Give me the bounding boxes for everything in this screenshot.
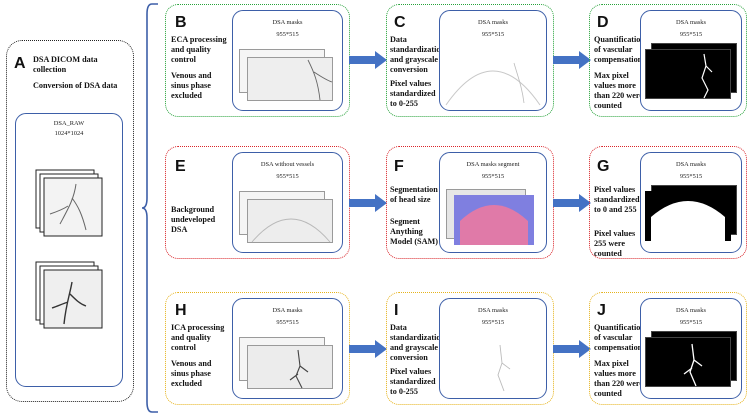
- arrow-e-to-f-icon: [349, 194, 387, 212]
- dsa-raw-image-stack: [35, 169, 103, 329]
- panel-a-letter: A: [14, 55, 26, 72]
- panel-i-image-frame: DSA masks 955*515: [439, 298, 547, 399]
- panel-b-img-size: 955*515: [276, 31, 299, 38]
- panel-i-img-size: 955*515: [481, 319, 505, 326]
- panel-g-image-frame: DSA masks 955*515: [640, 152, 742, 253]
- panel-d-text-2: Max pixel values more than 220 were coun…: [594, 71, 643, 110]
- panel-b-image-frame: DSA masks 955*515: [232, 10, 343, 111]
- panel-i-text-1: Data standardization and grayscale conve…: [390, 323, 446, 362]
- dsa-raw-size: 1024*1024: [54, 130, 84, 137]
- panel-c: C Data standardization and grayscale con…: [386, 4, 554, 117]
- panel-c-img-title: DSA masks: [477, 19, 508, 26]
- arrow-i-to-j-icon: [553, 340, 591, 358]
- panel-f-img-size: 955*515: [481, 173, 505, 180]
- panel-i-letter: I: [394, 302, 399, 319]
- panel-e-img-size: 955*515: [276, 173, 299, 180]
- panel-h: H ICA processing and quality control Ven…: [165, 292, 350, 405]
- panel-j: J Quantification of vascular compensatio…: [589, 292, 747, 405]
- panel-a-step-collection: DSA DICOM data collection: [33, 55, 98, 74]
- panel-i-image: [497, 344, 511, 392]
- dsa-raw-title: DSA_RAW: [53, 120, 85, 127]
- panel-g-text-1: Pixel values standardized to 0 and 255: [594, 185, 640, 214]
- panel-c-text-2: Pixel values standardized to 0-255: [390, 79, 436, 108]
- panel-j-image-stack: [645, 337, 731, 387]
- panel-c-img-size: 955*515: [481, 31, 505, 38]
- panel-h-img-title: DSA masks: [272, 307, 303, 314]
- panel-g-text-2: Pixel values 255 were counted: [594, 229, 636, 258]
- panel-g-letter: G: [597, 158, 610, 175]
- panel-e-text-1: Background undeveloped DSA: [171, 205, 216, 234]
- panel-b-letter: B: [175, 14, 187, 31]
- panel-h-text-1: ICA processing and quality control: [171, 323, 225, 352]
- panel-d-letter: D: [597, 14, 609, 31]
- panel-e-image-frame: DSA without vessels 955*515: [232, 152, 343, 253]
- panel-i: I Data standardization and grayscale con…: [386, 292, 554, 405]
- panel-f-image-frame: DSA masks segment 955*515: [439, 152, 547, 253]
- panel-g: G Pixel values standardized to 0 and 255…: [589, 146, 747, 259]
- arrow-h-to-i-icon: [349, 340, 387, 358]
- panel-j-text-2: Max pixel values more than 220 were coun…: [594, 359, 643, 398]
- arrow-c-to-d-icon: [553, 51, 591, 69]
- panel-i-text-2: Pixel values standardized to 0-255: [390, 367, 436, 396]
- panel-d-img-size: 955*515: [679, 31, 703, 38]
- arrow-b-to-c-icon: [349, 51, 387, 69]
- panel-b-image-stack: [247, 57, 333, 101]
- panel-j-image-frame: DSA masks 955*515: [640, 298, 742, 399]
- panel-f-text-1: Segmentation of head size: [390, 185, 438, 204]
- panel-g-img-size: 955*515: [679, 173, 703, 180]
- panel-e-img-title: DSA without vessels: [260, 161, 315, 168]
- panel-b: B ECA processing and quality control Ven…: [165, 4, 350, 117]
- panel-e-letter: E: [175, 158, 186, 175]
- panel-a: A DSA DICOM data collection Conversion o…: [6, 40, 134, 402]
- panel-h-image-stack: [247, 345, 333, 389]
- panel-j-letter: J: [597, 302, 606, 319]
- panel-f-letter: F: [394, 158, 404, 175]
- panel-c-image: [445, 62, 541, 106]
- dsa-raw-image-frame: DSA_RAW 1024*1024: [15, 113, 123, 387]
- panel-j-img-size: 955*515: [679, 319, 703, 326]
- panel-d-text-1: Quantification of vascular compensation: [594, 35, 645, 64]
- panel-g-img-title: DSA masks: [675, 161, 706, 168]
- panel-g-binary-mask-image: [645, 191, 731, 241]
- panel-f-img-title: DSA masks segment: [466, 161, 520, 168]
- panel-f: F Segmentation of head size Segment Anyt…: [386, 146, 554, 259]
- panel-h-letter: H: [175, 302, 187, 319]
- panel-e-image-stack: [247, 199, 333, 243]
- panel-h-text-2: Venous and sinus phase excluded: [171, 359, 212, 388]
- panel-b-text-1: ECA processing and quality control: [171, 35, 227, 64]
- panel-b-text-2: Venous and sinus phase excluded: [171, 71, 212, 100]
- panel-i-img-title: DSA masks: [477, 307, 508, 314]
- panel-j-img-title: DSA masks: [675, 307, 706, 314]
- brace-connector: [141, 3, 158, 413]
- panel-h-image-frame: DSA masks 955*515: [232, 298, 343, 399]
- panel-c-letter: C: [394, 14, 406, 31]
- panel-h-img-size: 955*515: [276, 319, 299, 326]
- panel-d-img-title: DSA masks: [675, 19, 706, 26]
- panel-d-image-frame: DSA masks 955*515: [640, 10, 742, 111]
- panel-c-text-1: Data standardization and grayscale conve…: [390, 35, 446, 74]
- panel-b-img-title: DSA masks: [272, 19, 303, 26]
- panel-a-step-conversion: Conversion of DSA data: [33, 81, 118, 90]
- panel-d-image-stack: [645, 49, 731, 99]
- panel-c-image-frame: DSA masks 955*515: [439, 10, 547, 111]
- panel-f-text-2: Segment Anything Model (SAM): [390, 217, 438, 246]
- arrow-f-to-g-icon: [553, 194, 591, 212]
- panel-d: D Quantification of vascular compensatio…: [589, 4, 747, 117]
- panel-e: E Background undeveloped DSA DSA without…: [165, 146, 350, 259]
- panel-f-sam-segment-image: [454, 195, 534, 245]
- panel-j-text-1: Quantification of vascular compensation: [594, 323, 645, 352]
